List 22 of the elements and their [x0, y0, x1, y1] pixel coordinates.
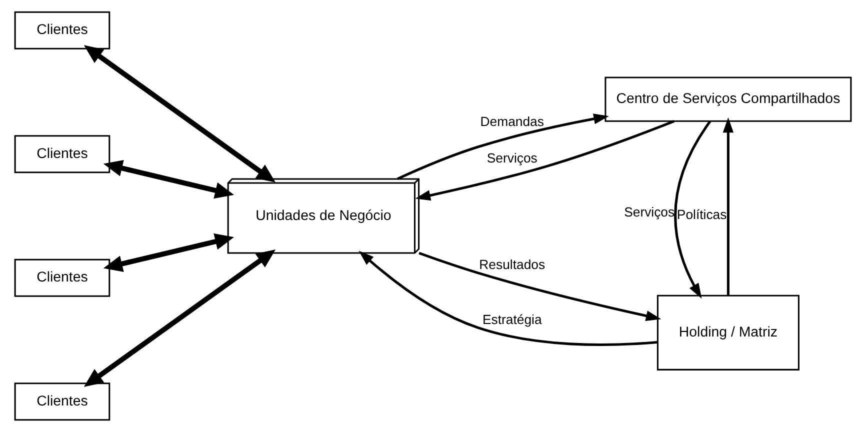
arrow	[102, 233, 234, 272]
edge-label: Serviços	[486, 150, 537, 166]
node-box: Holding / Matriz	[656, 294, 799, 370]
arrow	[102, 160, 234, 199]
arrow	[83, 250, 276, 387]
edge-label: Estratégia	[482, 312, 542, 327]
arrow	[414, 120, 674, 201]
edge-label: Demandas	[480, 114, 544, 130]
arrow	[674, 120, 711, 299]
arrow	[722, 117, 734, 296]
node-box: Clientes	[14, 382, 110, 421]
edge-label: Políticas	[676, 206, 726, 222]
node-box: Clientes	[14, 135, 110, 174]
node-box: Clientes	[14, 258, 110, 297]
arrow	[418, 252, 661, 322]
arrow	[396, 114, 608, 180]
edge-label: Serviços	[624, 204, 674, 220]
node-box: Clientes	[14, 11, 110, 50]
node-box: Centro de Serviços Compartilhados	[604, 76, 852, 122]
arrow	[358, 250, 658, 346]
arrow	[83, 45, 276, 182]
edge-label: Resultados	[478, 257, 545, 272]
